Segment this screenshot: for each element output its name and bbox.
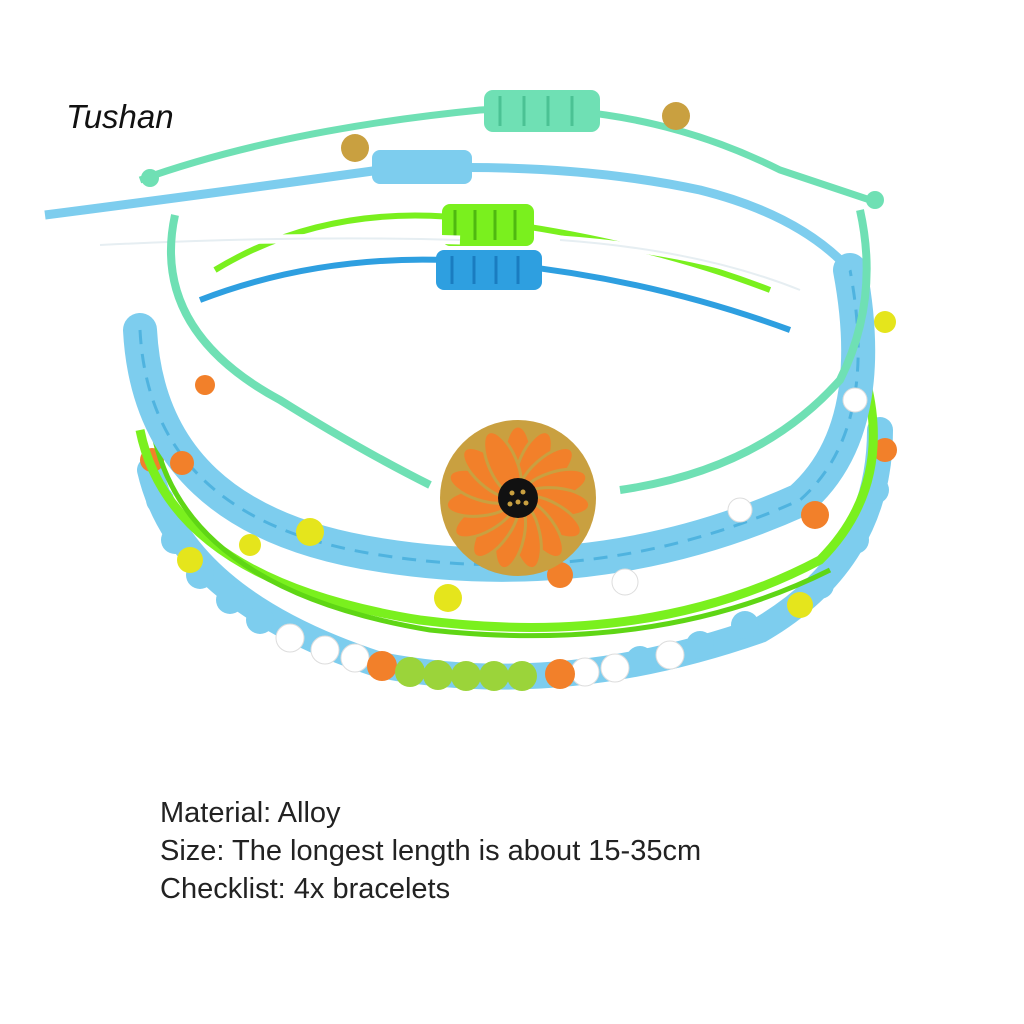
spec-material: Material: Alloy <box>160 797 341 829</box>
mint-charm-bracelet <box>138 90 884 494</box>
azure-cord-bracelet <box>99 233 802 333</box>
bracelet-set-image <box>44 90 897 691</box>
lime-cord-bracelet <box>135 204 878 639</box>
beaded-bracelet <box>137 311 897 691</box>
braided-bracelet <box>44 150 876 612</box>
brand-watermark: Tushan <box>66 98 174 135</box>
daisy-charm <box>440 420 596 576</box>
product-specs: Material: Alloy Size: The longest length… <box>160 794 701 908</box>
spec-size: Size: The longest length is about 15-35c… <box>160 835 702 867</box>
spec-checklist: Checklist: 4x bracelets <box>160 873 451 905</box>
